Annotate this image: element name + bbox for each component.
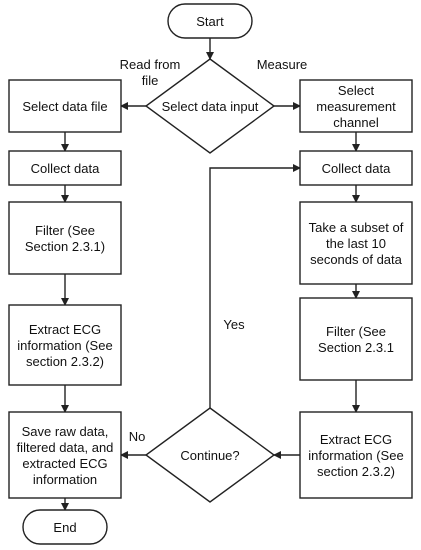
node-label: Continue? bbox=[180, 448, 239, 463]
node-end: End bbox=[22, 509, 108, 545]
node-label: Start bbox=[196, 14, 224, 29]
node-select-file: Select data file bbox=[8, 79, 122, 133]
edge-label-measure: Measure bbox=[257, 57, 308, 72]
edge-continue-yes-loop bbox=[209, 164, 301, 408]
decision-diamond bbox=[144, 407, 276, 503]
node-label: Collect data bbox=[31, 161, 100, 176]
node-label: Select data file bbox=[22, 99, 107, 114]
connectors bbox=[61, 38, 360, 511]
node-collect-right: Collect data bbox=[299, 150, 413, 186]
process-box bbox=[8, 411, 122, 499]
process-box bbox=[8, 79, 122, 133]
decision-diamond bbox=[144, 58, 276, 154]
node-collect-left: Collect data bbox=[8, 150, 122, 186]
node-decision-continue: Continue? bbox=[144, 407, 276, 503]
terminal-shape bbox=[167, 3, 253, 39]
node-decision-input: Select data input bbox=[144, 58, 276, 154]
node-label: End bbox=[53, 520, 76, 535]
process-box bbox=[8, 304, 122, 386]
process-box bbox=[299, 411, 413, 499]
process-box bbox=[299, 297, 413, 381]
process-box bbox=[299, 150, 413, 186]
process-box bbox=[299, 79, 413, 133]
edge-label-no: No bbox=[129, 429, 146, 444]
node-label: Select data input bbox=[162, 99, 259, 114]
node-label: Collect data bbox=[322, 161, 391, 176]
edge-label-yes: Yes bbox=[223, 317, 245, 332]
process-box bbox=[8, 150, 122, 186]
node-start: Start bbox=[167, 3, 253, 39]
terminal-shape bbox=[22, 509, 108, 545]
process-box bbox=[299, 201, 413, 285]
process-box bbox=[8, 201, 122, 275]
